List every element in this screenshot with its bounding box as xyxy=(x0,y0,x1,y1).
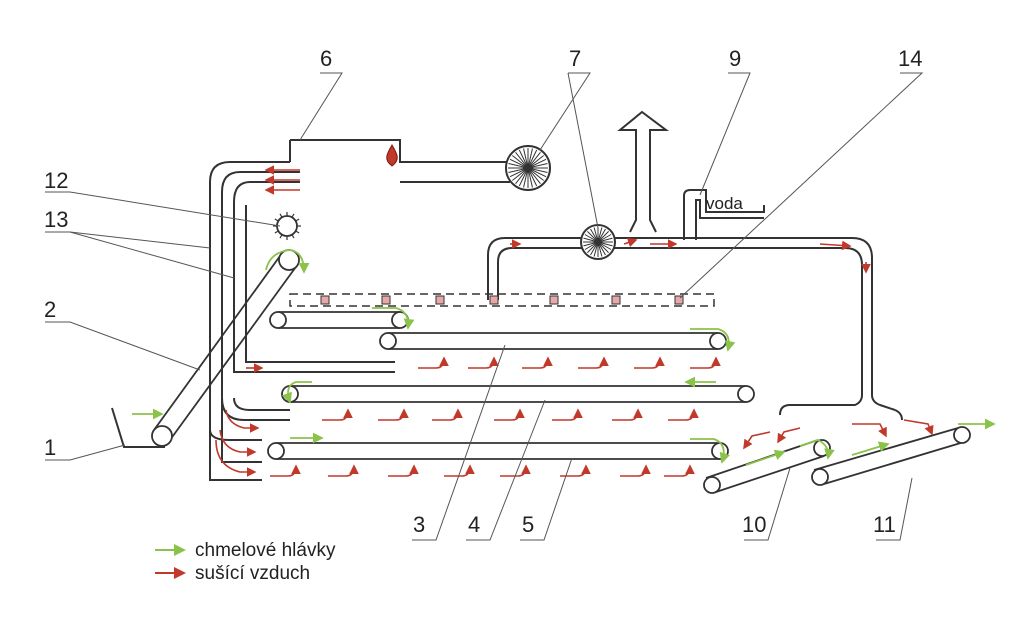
air-arrow xyxy=(418,356,449,369)
hops-arrow xyxy=(745,449,786,466)
sensor xyxy=(381,295,391,305)
leader-lines xyxy=(45,72,924,541)
air-arrow xyxy=(468,356,499,369)
air-arrow xyxy=(378,408,409,421)
belt-3 xyxy=(281,385,755,403)
hops-arrow xyxy=(281,381,312,404)
air-arrow xyxy=(522,356,553,369)
heating-chamber xyxy=(289,139,515,183)
exhaust-arrow-icon xyxy=(617,110,669,233)
hops-arrow xyxy=(265,249,310,274)
label-4: 4 xyxy=(468,512,480,537)
air-arrow xyxy=(388,464,419,477)
label-6: 6 xyxy=(320,46,332,71)
label-13: 13 xyxy=(44,207,68,232)
air-arrow xyxy=(664,464,695,477)
label-7: 7 xyxy=(569,46,581,71)
belt-1 xyxy=(269,311,409,329)
legend-hops-label: chmelové hlávky xyxy=(195,540,336,561)
air-arrow xyxy=(819,240,852,251)
air-arrow xyxy=(620,464,651,477)
hops-arrow xyxy=(372,307,415,330)
hops-arrow xyxy=(851,441,890,456)
air-flow-arrows xyxy=(215,165,934,477)
sensor xyxy=(489,295,499,305)
air-arrow xyxy=(623,237,638,248)
label-5: 5 xyxy=(522,512,534,537)
air-arrow xyxy=(612,408,643,421)
belt-4 xyxy=(267,442,729,460)
fan-icon xyxy=(505,145,551,191)
air-arrow xyxy=(852,423,887,438)
fan-icon xyxy=(580,224,616,260)
belt-feed xyxy=(111,249,300,448)
hops-arrow xyxy=(690,328,736,352)
sensor xyxy=(549,295,559,305)
hops-arrow xyxy=(690,438,730,464)
sensor xyxy=(435,295,445,305)
sensor xyxy=(611,295,621,305)
sensor-row xyxy=(289,293,715,307)
air-arrow xyxy=(578,356,609,369)
recirculation-duct xyxy=(487,237,903,421)
air-arrow xyxy=(219,429,257,457)
air-arrow xyxy=(494,408,525,421)
air-arrow xyxy=(560,464,591,477)
air-arrow xyxy=(328,464,359,477)
air-arrow xyxy=(322,408,353,421)
belt-2 xyxy=(379,332,727,350)
label-2: 2 xyxy=(44,297,56,322)
label-3: 3 xyxy=(413,512,425,537)
sensor xyxy=(674,295,684,305)
legend-air-label: sušící vzduch xyxy=(195,563,310,584)
label-11: 11 xyxy=(873,512,896,537)
flame-icon xyxy=(386,144,398,167)
air-arrow xyxy=(690,356,721,369)
water-inlet xyxy=(683,189,765,240)
air-arrow xyxy=(777,427,801,444)
air-arrow xyxy=(743,431,771,450)
label-9: 9 xyxy=(729,46,741,71)
label-12: 12 xyxy=(44,168,68,193)
air-arrow xyxy=(500,464,531,477)
legend: chmelové hlávky sušící vzduch xyxy=(155,540,336,584)
air-arrow xyxy=(552,408,583,421)
water-label: voda xyxy=(706,194,743,213)
label-1: 1 xyxy=(44,435,56,460)
air-arrow xyxy=(215,439,257,477)
air-arrow xyxy=(432,408,463,421)
air-arrow xyxy=(668,408,699,421)
left-ducts xyxy=(209,161,395,481)
belt-11 xyxy=(811,426,971,486)
air-arrow xyxy=(270,464,301,477)
heater-icon xyxy=(273,212,301,240)
air-arrow xyxy=(444,464,475,477)
label-14: 14 xyxy=(898,46,922,71)
air-arrow xyxy=(225,409,260,433)
sensor xyxy=(320,295,330,305)
air-arrow xyxy=(903,419,934,436)
hops-flow-arrows xyxy=(132,249,996,466)
label-10: 10 xyxy=(742,512,766,537)
hops-arrow xyxy=(799,439,835,460)
air-arrow xyxy=(634,356,665,369)
